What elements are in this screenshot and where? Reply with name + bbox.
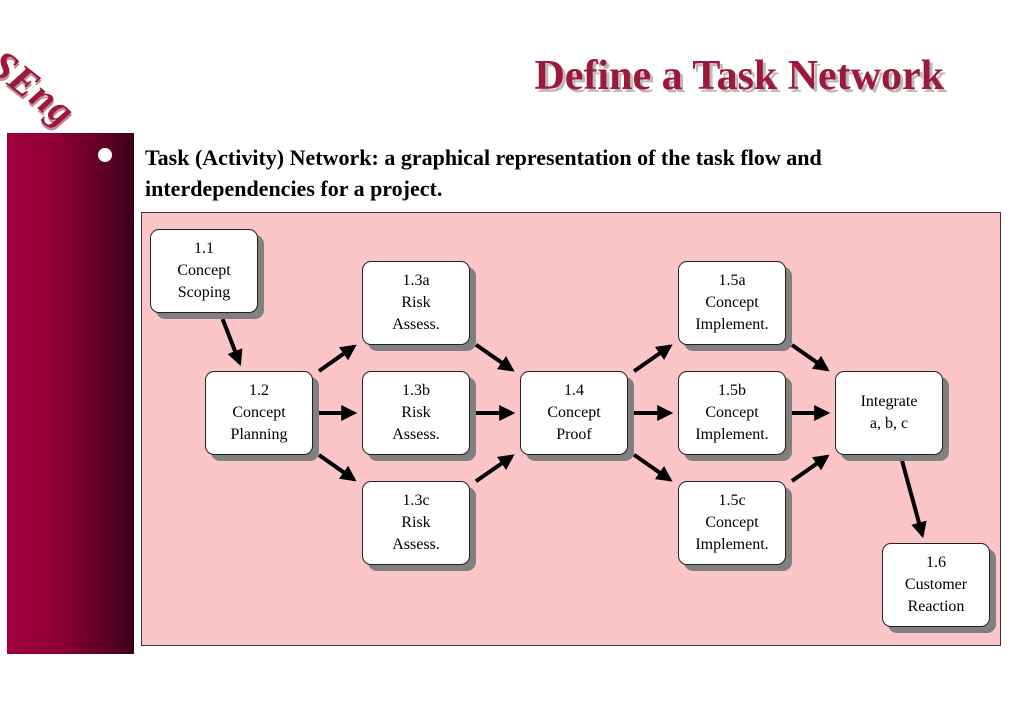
page-title: Define a Task Network <box>534 53 944 99</box>
dependency-arrow-n14-n15a <box>632 344 673 373</box>
task-label: 1.3c Risk Assess. <box>392 492 440 553</box>
task-node-1-3a: 1.3a Risk Assess. <box>362 261 470 345</box>
dependency-arrow-nint-n16 <box>900 460 927 539</box>
dependency-arrows <box>220 318 927 539</box>
bullet-icon <box>98 148 112 162</box>
task-label: 1.5c Concept Implement. <box>695 492 769 553</box>
task-label: 1.5a Concept Implement. <box>695 272 769 333</box>
dependency-arrow-n12-n13c <box>317 453 357 482</box>
dependency-arrow-n13c-n14 <box>474 454 515 483</box>
task-node-1-5b: 1.5b Concept Implement. <box>678 371 786 455</box>
task-node-1-1: 1.1 Concept Scoping <box>150 229 258 313</box>
task-label: 1.4 Concept Proof <box>547 382 601 443</box>
task-node-1-4: 1.4 Concept Proof <box>520 371 628 455</box>
task-label: Integrate a, b, c <box>860 393 918 432</box>
task-node-1-3b: 1.3b Risk Assess. <box>362 371 470 455</box>
task-label: 1.6 Customer Reaction <box>904 554 968 615</box>
task-label: 1.2 Concept Planning <box>230 382 288 443</box>
task-network-diagram: 1.1 Concept Scoping 1.2 Concept Planning… <box>141 212 1001 646</box>
task-label: 1.1 Concept Scoping <box>177 240 231 301</box>
task-node-1-5c: 1.5c Concept Implement. <box>678 481 786 565</box>
task-node-1-3c: 1.3c Risk Assess. <box>362 481 470 565</box>
task-node-integrate: Integrate a, b, c <box>835 371 943 455</box>
task-node-1-2: 1.2 Concept Planning <box>205 371 313 455</box>
dependency-arrow-n12-n13a <box>317 344 357 373</box>
dependency-arrow-n15a-nint <box>790 343 830 372</box>
intro-text: Task (Activity) Network: a graphical rep… <box>145 145 822 201</box>
task-label: 1.3b Risk Assess. <box>392 382 440 443</box>
task-label: 1.3a Risk Assess. <box>392 272 440 333</box>
task-node-1-5a: 1.5a Concept Implement. <box>678 261 786 345</box>
task-label: 1.5b Concept Implement. <box>695 382 769 443</box>
seng-logo: SEng <box>0 40 85 135</box>
dependency-arrow-n15c-nint <box>790 454 830 483</box>
dependency-arrow-n13a-n14 <box>474 343 515 372</box>
task-node-1-6: 1.6 Customer Reaction <box>882 543 990 627</box>
dependency-arrow-n11-n12 <box>220 318 243 366</box>
sidebar-band <box>7 133 134 654</box>
dependency-arrow-n14-n15c <box>632 453 673 482</box>
